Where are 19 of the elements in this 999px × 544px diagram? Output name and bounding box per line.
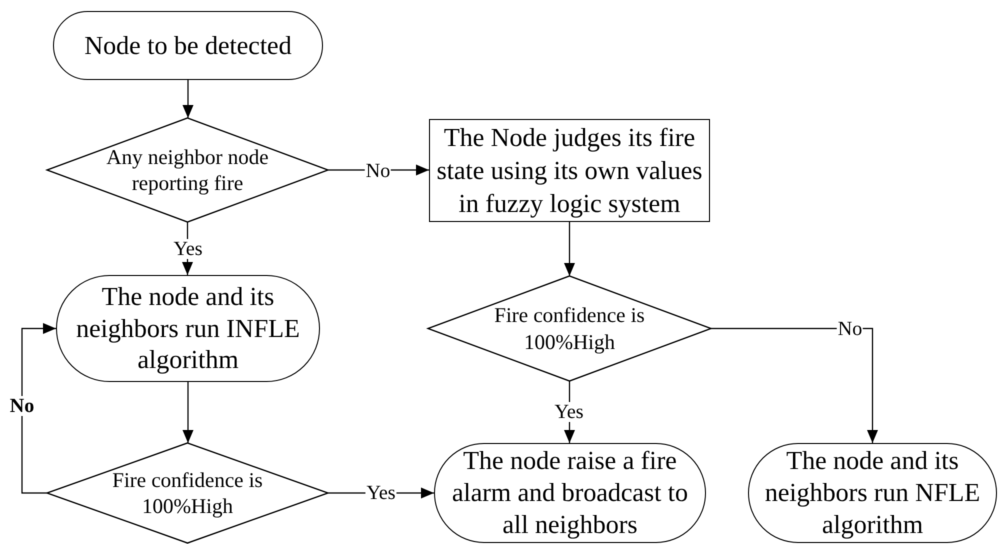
- node-text: Fire confidence is 100%High: [111, 466, 264, 520]
- node-text: Node to be detected: [83, 30, 293, 62]
- arrow: [182, 80, 194, 118]
- decision-diamond: [428, 276, 711, 381]
- node-text: Fire confidence is 100%High: [493, 302, 646, 355]
- edge-label: Yes: [553, 402, 585, 422]
- decision-diamond: [47, 118, 328, 222]
- arrow: [21, 323, 56, 494]
- node-text: The Node judges its fire state using its own values in fuzzy logic system: [436, 122, 704, 220]
- arrow: [182, 382, 194, 443]
- edge-label: No: [8, 396, 36, 416]
- edge-label: Yes: [172, 239, 204, 259]
- node-text: The node and its neighbors run NFLE algorithm: [764, 445, 982, 541]
- node-text: The node raise a fire alarm and broadcast to all neighbors: [450, 445, 690, 541]
- arrow: [564, 222, 575, 276]
- decision-diamond: [47, 443, 328, 543]
- node-text: The node and its neighbors run INFLE algorithm: [75, 280, 301, 376]
- node-text: Any neighbor node reporting fire: [105, 144, 270, 196]
- arrow: [711, 328, 878, 443]
